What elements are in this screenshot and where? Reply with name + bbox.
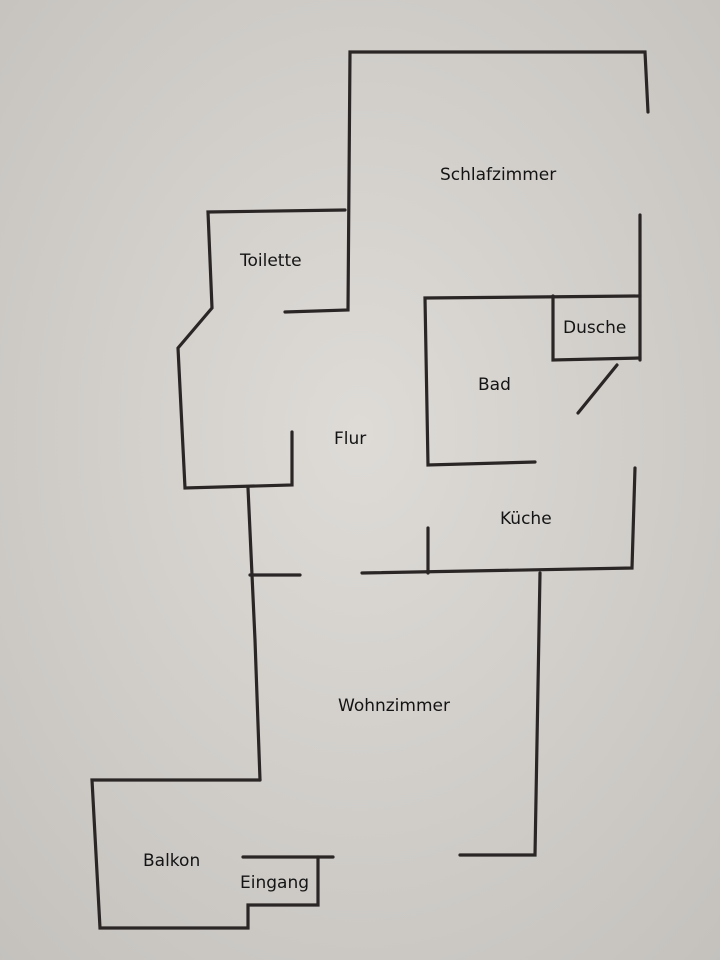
label-kueche: Küche [500,509,552,529]
wall-schlafzimmer [283,50,650,314]
wall-wohnzimmer [458,571,542,857]
wall-flur-left [246,486,262,782]
wall-kueche [360,466,637,575]
label-dusche: Dusche [563,318,626,338]
label-bad: Bad [478,375,511,395]
wall-toilette [176,208,347,490]
label-wohnzimmer: Wohnzimmer [338,696,450,716]
label-schlafzimmer: Schlafzimmer [440,165,556,185]
wall-bad [423,294,642,467]
label-eingang: Eingang [240,873,309,893]
label-balkon: Balkon [143,851,200,871]
wall-balkon [90,778,320,930]
label-flur: Flur [334,429,366,449]
wall-dusche [551,294,642,362]
room-labels: Schlafzimmer Toilette Dusche Bad Flur Kü… [143,165,626,893]
label-toilette: Toilette [239,251,302,271]
door-dusche [576,363,619,415]
walls [90,50,650,930]
